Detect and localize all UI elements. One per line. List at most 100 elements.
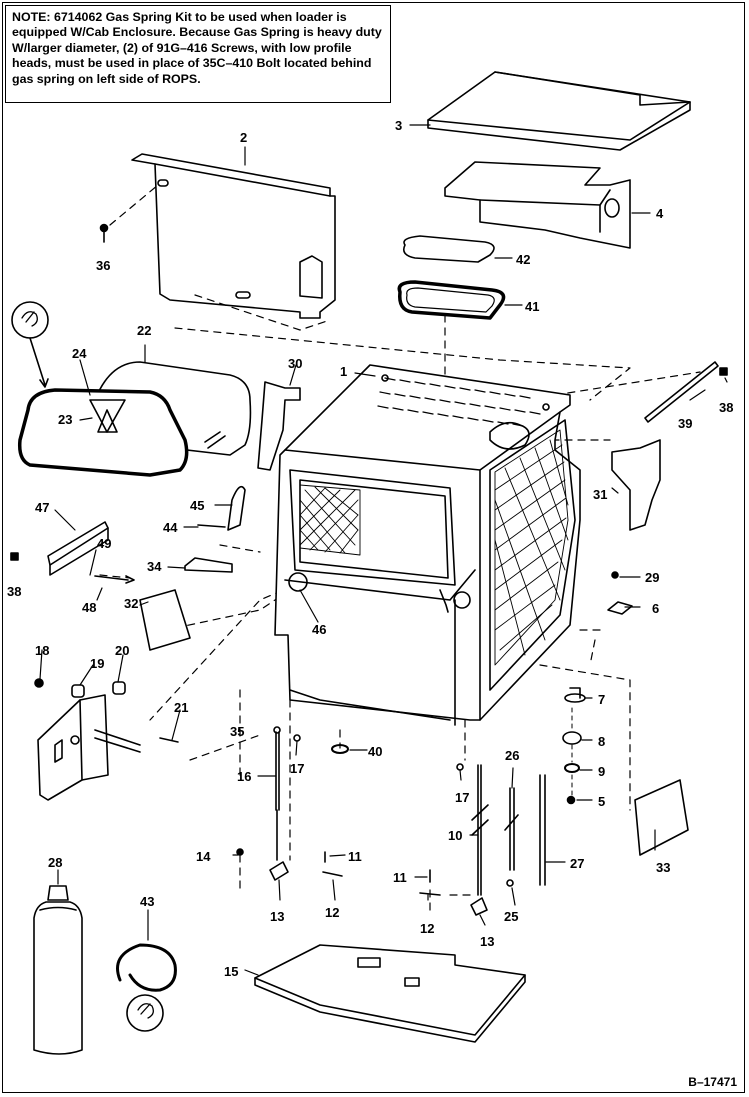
part-17-washer-right bbox=[456, 763, 464, 771]
callout-32: 32 bbox=[124, 596, 138, 611]
loader-tower-detail bbox=[37, 694, 141, 801]
part-38-nut-left bbox=[10, 552, 19, 561]
part-23-wedge-inner bbox=[97, 409, 118, 433]
leader-lines bbox=[39, 124, 728, 976]
callout-8: 8 bbox=[598, 734, 605, 749]
part-34-latch bbox=[184, 557, 233, 573]
callout-17a: 17 bbox=[290, 761, 304, 776]
part-48-bolt bbox=[94, 575, 135, 584]
callout-13b: 13 bbox=[480, 934, 494, 949]
part-25-clip bbox=[506, 879, 514, 887]
decal-circle-top bbox=[11, 301, 49, 339]
note-lead: NOTE: bbox=[12, 10, 51, 24]
part-42-pad bbox=[402, 235, 495, 263]
part-6-clip bbox=[607, 601, 633, 615]
figure-id: B–17471 bbox=[688, 1075, 737, 1089]
part-43-hose bbox=[116, 943, 177, 992]
callout-44: 44 bbox=[163, 520, 178, 535]
callout-9: 9 bbox=[598, 764, 605, 779]
cab-mesh-window bbox=[299, 484, 361, 556]
part-4-headliner-frame bbox=[444, 161, 631, 249]
part-39-strip bbox=[644, 361, 719, 423]
callout-30: 30 bbox=[288, 356, 302, 371]
callout-24: 24 bbox=[72, 346, 87, 361]
callout-1: 1 bbox=[340, 364, 347, 379]
callout-31: 31 bbox=[593, 487, 607, 502]
callout-23: 23 bbox=[58, 412, 72, 427]
part-30-corner-trim bbox=[257, 381, 301, 471]
part-21-bolt bbox=[159, 737, 179, 743]
callout-45: 45 bbox=[190, 498, 204, 513]
parts-7-8-9-5-mount-stack bbox=[562, 687, 586, 805]
part-18-nut bbox=[34, 678, 44, 688]
part-32-pad bbox=[139, 589, 191, 651]
part-12-pin-left bbox=[322, 871, 343, 877]
part-47-bar-side bbox=[49, 527, 109, 576]
part-13-bracket-right bbox=[470, 897, 488, 916]
callout-21: 21 bbox=[174, 700, 188, 715]
part-41-gasket bbox=[397, 280, 506, 320]
callout-13a: 13 bbox=[270, 909, 284, 924]
callout-48: 48 bbox=[82, 600, 96, 615]
callout-11b: 11 bbox=[393, 870, 407, 885]
part-36-screw bbox=[99, 223, 109, 233]
callout-49: 49 bbox=[97, 536, 111, 551]
part-15-floor-plate bbox=[254, 944, 526, 1043]
part-28-spray-can bbox=[33, 885, 83, 1055]
callout-28: 28 bbox=[48, 855, 62, 870]
part-46-bushing bbox=[288, 572, 308, 592]
callout-5: 5 bbox=[598, 794, 605, 809]
callout-29: 29 bbox=[645, 570, 659, 585]
part-13-bracket-left bbox=[269, 861, 289, 881]
callout-labels: 1 2 3 4 5 6 7 8 9 10 11 11 12 12 13 13 1… bbox=[7, 118, 733, 979]
part-33-pad bbox=[634, 779, 689, 856]
part-29-nut bbox=[611, 571, 619, 579]
part-2-rear-panel bbox=[131, 153, 336, 319]
note-text: 6714062 Gas Spring Kit to be used when l… bbox=[12, 10, 382, 86]
callout-41: 41 bbox=[525, 299, 539, 314]
callout-36: 36 bbox=[96, 258, 110, 273]
decal-circle-bottom bbox=[126, 994, 164, 1032]
part-12-pin-right bbox=[419, 892, 441, 896]
callout-40: 40 bbox=[368, 744, 382, 759]
callout-3: 3 bbox=[395, 118, 402, 133]
callout-38a: 38 bbox=[719, 400, 733, 415]
callout-38b: 38 bbox=[7, 584, 21, 599]
callout-7: 7 bbox=[598, 692, 605, 707]
callout-27: 27 bbox=[570, 856, 584, 871]
part-16-gas-spring bbox=[273, 726, 281, 861]
part-40-washer bbox=[331, 744, 349, 754]
callout-35: 35 bbox=[230, 724, 244, 739]
callout-46: 46 bbox=[312, 622, 326, 637]
callout-4: 4 bbox=[656, 206, 664, 221]
part-38-nut-right bbox=[719, 367, 728, 376]
callout-12a: 12 bbox=[325, 905, 339, 920]
callout-25: 25 bbox=[504, 909, 518, 924]
callout-10: 10 bbox=[448, 828, 462, 843]
callout-39: 39 bbox=[678, 416, 692, 431]
callout-16: 16 bbox=[237, 769, 251, 784]
callout-20: 20 bbox=[115, 643, 129, 658]
callout-14: 14 bbox=[196, 849, 211, 864]
callout-12b: 12 bbox=[420, 921, 434, 936]
part-1-cab-enclosure bbox=[274, 364, 581, 726]
part-31-corner-trim bbox=[611, 439, 661, 531]
callout-22: 22 bbox=[137, 323, 151, 338]
part-17-washer-left bbox=[293, 734, 301, 742]
arrow-to-seal bbox=[29, 337, 49, 388]
part-10-gas-spring bbox=[471, 764, 489, 896]
part-23-wedge bbox=[89, 399, 126, 433]
cab-mesh-side bbox=[494, 429, 569, 666]
part-3-roof-panel bbox=[427, 71, 691, 151]
callout-15: 15 bbox=[224, 964, 238, 979]
part-26-strut bbox=[504, 787, 519, 871]
callout-42: 42 bbox=[516, 252, 530, 267]
part-44-screw bbox=[197, 524, 226, 528]
callout-34: 34 bbox=[147, 559, 162, 574]
callout-11a: 11 bbox=[348, 849, 362, 864]
part-20-spacer bbox=[112, 681, 126, 695]
callout-6: 6 bbox=[652, 601, 659, 616]
callout-47: 47 bbox=[35, 500, 49, 515]
